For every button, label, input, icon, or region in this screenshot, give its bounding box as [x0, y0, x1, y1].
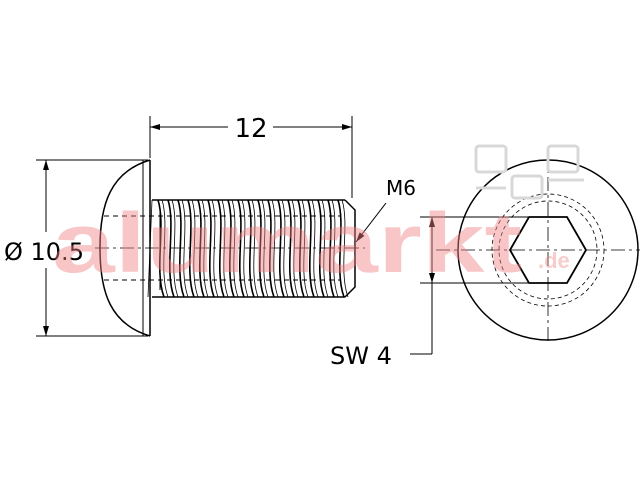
watermark-suffix: .de	[538, 248, 570, 273]
thread-line	[257, 199, 265, 298]
thread-line	[241, 199, 249, 298]
thread-line	[331, 199, 339, 298]
hidden-lines-side	[104, 215, 340, 281]
watermark-logo-icon	[474, 144, 584, 200]
thread-line	[341, 199, 349, 298]
wrench-size-dimension	[410, 216, 528, 355]
thread-line	[181, 199, 189, 298]
thread-line	[291, 199, 299, 298]
thread-line	[231, 199, 239, 298]
hex-socket	[508, 216, 588, 284]
watermark-text: alumarkt	[52, 196, 522, 290]
thread-line	[307, 199, 315, 298]
diameter-dimension	[36, 159, 148, 337]
wrench-size-label: SW 4	[330, 342, 392, 370]
thread-line	[207, 199, 215, 298]
thread-line	[191, 199, 199, 298]
thread-leader	[355, 202, 387, 243]
length-label: 12	[234, 114, 267, 144]
thread-label: M6	[386, 176, 416, 200]
watermark: alumarkt .de	[52, 144, 584, 290]
diameter-label: Ø 10.5	[4, 238, 84, 266]
thread-line	[281, 199, 289, 298]
length-dimension	[149, 116, 353, 198]
